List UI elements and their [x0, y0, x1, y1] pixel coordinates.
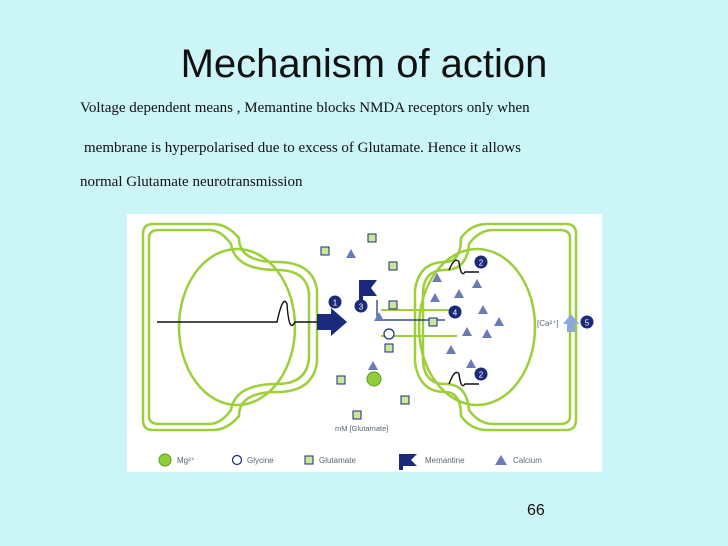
glutamate-icon	[304, 455, 314, 465]
postsynaptic-membrane	[413, 222, 578, 432]
step-marker-4: 4	[448, 305, 462, 319]
memantine-icon	[399, 454, 417, 470]
svg-text:2: 2	[479, 371, 484, 380]
legend-item-glycine: Glycine	[231, 454, 274, 466]
body-line-3: normal Glutamate neurotransmission	[80, 174, 303, 190]
action-potential-traces	[157, 259, 479, 387]
svg-text:3: 3	[359, 303, 364, 312]
legend-item-calcium: Calcium	[495, 455, 542, 465]
step-marker-3: 3	[354, 299, 368, 313]
legend-item-magnesium: Mg²⁺	[158, 453, 195, 467]
calcium-icon	[495, 455, 507, 465]
magnesium-ion	[366, 371, 382, 387]
slide-title: Mechanism of action	[180, 42, 548, 86]
legend-label-memantine: Memantine	[425, 456, 465, 465]
body-line-1: Voltage dependent means , Memantine bloc…	[80, 100, 530, 116]
legend-label-glycine: Glycine	[247, 456, 274, 465]
postsynaptic-spike-trace-top	[448, 259, 479, 275]
presynaptic-inner-membrane	[147, 228, 311, 426]
memantine-molecule	[359, 280, 377, 310]
legend: Mg²⁺ Glycine Glutamate Memantine Calcium	[158, 453, 542, 470]
synaptic-bouton-right	[417, 247, 537, 407]
body-line-2: membrane is hyperpolarised due to excess…	[84, 140, 521, 156]
calcium-label: [Ca²⁺]	[537, 319, 559, 328]
postsynaptic-spike-trace-bottom	[448, 371, 479, 387]
glycine-molecule	[383, 328, 395, 340]
diagram-canvas: 1 3 2 2 4 5	[141, 222, 594, 470]
calcium-influx-arrow	[563, 314, 579, 332]
glutamate-concentration-label: mM [Glutamate]	[335, 424, 388, 433]
svg-text:1: 1	[333, 299, 338, 308]
legend-item-glutamate: Glutamate	[304, 455, 356, 465]
legend-label-glutamate: Glutamate	[319, 456, 356, 465]
glycine-icon	[231, 454, 243, 466]
release-arrow	[317, 308, 347, 336]
synaptic-bouton-left	[177, 247, 297, 407]
magnesium-icon	[158, 453, 172, 467]
presynaptic-spike-trace	[157, 300, 317, 327]
svg-text:4: 4	[453, 309, 458, 318]
step-marker-5: 5	[580, 315, 594, 329]
presynaptic-membrane	[141, 222, 319, 432]
svg-text:5: 5	[585, 319, 590, 328]
page-number: 66	[527, 502, 545, 519]
legend-label-calcium: Calcium	[513, 456, 542, 465]
step-marker-1: 1	[328, 295, 342, 309]
step-marker-2-bottom: 2	[474, 367, 488, 381]
svg-text:2: 2	[479, 259, 484, 268]
legend-label-mg: Mg²⁺	[177, 456, 195, 465]
step-marker-2-top: 2	[474, 255, 488, 269]
neuron-outlines	[141, 222, 578, 432]
memantine-mechanism-diagram: 1 3 2 2 4 5	[127, 214, 602, 472]
legend-item-memantine: Memantine	[399, 454, 465, 470]
glutamate-molecules	[320, 233, 438, 420]
